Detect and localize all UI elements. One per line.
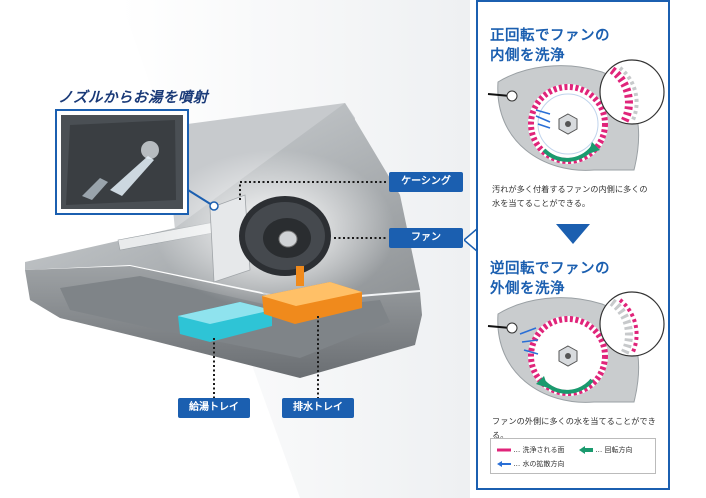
legend-water-spread-label: … 水の拡散方向 bbox=[513, 460, 565, 468]
reverse-washed-ring bbox=[528, 316, 608, 396]
reverse-title-line2: 外側を洗浄 bbox=[490, 281, 565, 297]
forward-water-arrows bbox=[535, 109, 551, 129]
drain-tray bbox=[262, 266, 362, 324]
reverse-water-arrows bbox=[519, 327, 539, 355]
forward-rotation-arrow bbox=[542, 146, 594, 162]
legend-washed-surface-label: … 洗浄される面 bbox=[513, 446, 565, 454]
drain-tray-callout: 排水トレイ bbox=[282, 398, 354, 418]
water-supply-tray bbox=[178, 302, 272, 342]
legend-washed-surface: … 洗浄される面 bbox=[497, 445, 564, 455]
forward-title-line1: 正回転でファンの bbox=[490, 28, 610, 44]
forward-title-line2: 内側を洗浄 bbox=[490, 48, 565, 64]
fan-casing bbox=[209, 194, 251, 283]
legend-rotation-label: … 回転方向 bbox=[595, 446, 633, 454]
forward-rotation-diagram bbox=[487, 59, 665, 171]
leader-lines bbox=[213, 181, 388, 408]
forward-zoom-inset bbox=[599, 59, 665, 125]
nozzle-connector bbox=[187, 189, 213, 206]
nozzle-point bbox=[209, 201, 219, 211]
rotation-swatch bbox=[579, 446, 593, 454]
forward-desc-line2: 水を当てることができる。 bbox=[492, 198, 591, 208]
forward-washed-ring bbox=[528, 84, 608, 164]
reverse-rotation-diagram bbox=[487, 291, 665, 403]
range-hood-illustration bbox=[25, 0, 470, 498]
nozzle-caption: ノズルからお湯を噴射 bbox=[58, 90, 208, 106]
fan-callout: ファン bbox=[389, 228, 463, 248]
supply-tray-callout: 給湯トレイ bbox=[178, 398, 250, 418]
reverse-zoom-blades bbox=[609, 298, 639, 356]
reverse-rotation-arrow bbox=[542, 378, 594, 394]
casing-callout: ケーシング bbox=[389, 172, 463, 192]
down-arrow bbox=[556, 224, 590, 244]
legend-rotation: … 回転方向 bbox=[579, 445, 632, 455]
forward-nozzle-pipe bbox=[487, 93, 511, 97]
forward-zoom-blades bbox=[609, 66, 639, 124]
fan-washing-panel: 正回転でファンの 内側を洗浄 汚れが多く付着するファンの内側に多くの 水を当てる… bbox=[476, 0, 670, 490]
reverse-title-line1: 逆回転でファンの bbox=[490, 261, 610, 277]
reverse-desc: ファンの外側に多くの水を当てることができる。 bbox=[492, 416, 656, 440]
washed-surface-swatch bbox=[497, 448, 511, 452]
reverse-zoom-inset bbox=[599, 291, 665, 357]
nozzle-inset bbox=[55, 109, 189, 215]
drain-spout bbox=[296, 266, 304, 286]
legend: … 洗浄される面 … 回転方向 … 水の拡散方向 bbox=[490, 438, 656, 474]
reverse-nozzle bbox=[506, 322, 518, 334]
panel-pointer bbox=[464, 228, 478, 252]
reverse-nozzle-pipe bbox=[487, 325, 511, 329]
water-spread-swatch bbox=[497, 461, 511, 467]
forward-desc-line1: 汚れが多く付着するファンの内側に多くの bbox=[492, 184, 648, 194]
sirocco-fan bbox=[239, 196, 331, 276]
legend-water-spread: … 水の拡散方向 bbox=[497, 459, 564, 469]
forward-nozzle bbox=[506, 90, 518, 102]
